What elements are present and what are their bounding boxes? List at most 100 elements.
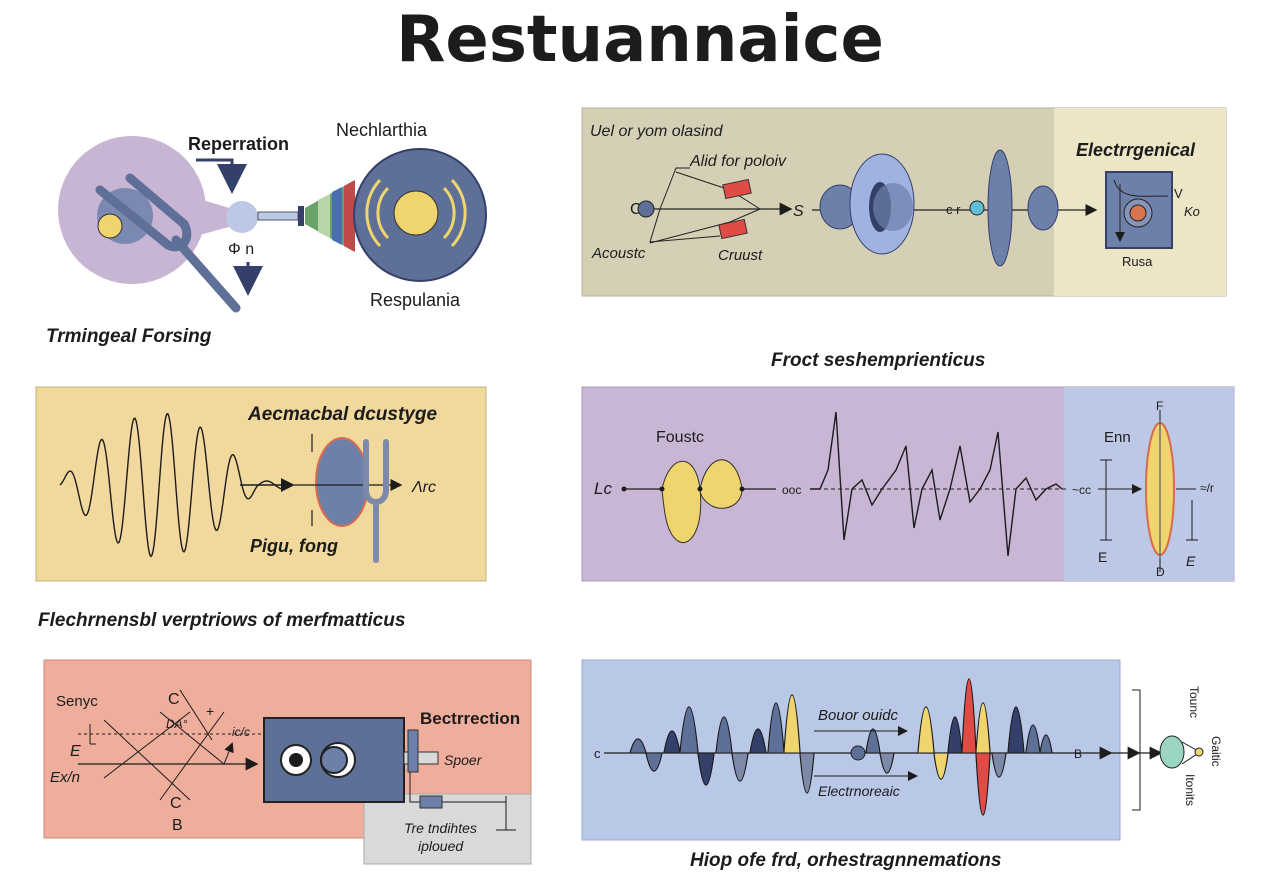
label-exn: Ex/n [50, 769, 80, 786]
label-senyc: Senyc [56, 693, 98, 710]
waveform-blue-fills [629, 678, 1053, 816]
panel-waveform-peach: Aecmacbal dcustyge Λrc Pigu, fong Flechr… [35, 386, 487, 631]
panel-electrogenical: Uel or yom olasind Alid for poloiv C S A… [581, 107, 1227, 371]
detector-core [1129, 204, 1147, 222]
tuning-fork-small-icon [363, 439, 389, 563]
label-aecmacbal: Aecmacbal dcustyge [247, 404, 437, 425]
label-alid: Alid for poloiv [689, 153, 787, 170]
label-cc: ~cc [1072, 483, 1091, 497]
caption-panel3: Flechrnensbl verptriows of merfmatticus [38, 610, 405, 631]
label-itonits: Itonits [1183, 774, 1197, 806]
label-e-left: E [1098, 549, 1107, 565]
waveform-peach [59, 413, 289, 558]
note-box [363, 793, 532, 865]
wave-lobe [799, 752, 815, 794]
wave-lobe [749, 728, 767, 754]
label-respulania: Respulania [370, 290, 461, 310]
wave-lobe [731, 752, 749, 782]
caption-panel1: Trmingeal Forsing [46, 326, 212, 347]
label-f: F [1156, 399, 1163, 413]
wave-lobe [697, 752, 715, 786]
tuning-fork-icon [95, 173, 241, 313]
wave-lobe [1039, 734, 1053, 754]
down-arrow-top [196, 158, 247, 194]
wave-lobe [947, 716, 963, 754]
panel-waveform-blue: c Bouor ouidc Electrnoreaic B Tounc Gait… [581, 659, 1223, 871]
panel-tuning-fork: Reperration Nechlarthia Φ n Respulania T… [46, 120, 487, 347]
label-s: S [793, 203, 804, 220]
label-cr: c r [946, 202, 961, 217]
wave-lobe [1007, 706, 1025, 754]
lobe-1 [661, 460, 702, 544]
wave-lobe [645, 752, 663, 772]
label-reperration: Reperration [188, 134, 289, 154]
waveform-lilac [810, 411, 1063, 557]
wave-lobe [975, 752, 991, 816]
cyan-node [969, 200, 985, 216]
label-ko: Ko [1184, 204, 1200, 219]
caption-panel6: Hiop ofe frd, orhestragnnemations [690, 850, 1001, 871]
label-e-right: E [1186, 553, 1196, 569]
wave-lobe [961, 678, 977, 754]
label-bouor: Bouor ouidc [818, 707, 899, 724]
label-box: Tre tndihtes [404, 820, 477, 836]
wave-node [850, 745, 866, 761]
wave-lobe [783, 694, 801, 754]
wave-lobe [975, 702, 991, 754]
label-cruust: Cruust [718, 247, 763, 264]
label-slash: ≈/r [1200, 481, 1214, 495]
left-resonator-dot [97, 213, 123, 239]
label-electrnoreaic: Electrnoreaic [818, 783, 900, 799]
label-v: V [1174, 186, 1183, 201]
panel-waveform-lilac: Foustc Lc ooc Enn F D E E ~cc ≈/r [581, 386, 1235, 582]
wave-lobe [917, 706, 935, 754]
small-sensor [419, 795, 443, 809]
label-arc: Λrc [411, 479, 436, 496]
source-node [637, 200, 655, 218]
projector-lens-2 [320, 746, 348, 774]
right-resonator-core [393, 190, 439, 236]
lobe-2 [699, 459, 743, 509]
label-bectrrection: Bectrrection [420, 709, 520, 728]
lens-peach [315, 437, 369, 527]
label-spoer: Spoer [444, 752, 483, 768]
label-c-bottom: C [170, 795, 182, 812]
label-c: C [630, 201, 642, 218]
label-c: c [594, 746, 601, 761]
wave-lobe [879, 752, 895, 774]
label-uel: Uel or yom olasind [590, 123, 724, 140]
resistor-top [722, 178, 752, 200]
label-rusa: Rusa [1122, 254, 1153, 269]
caption-panel2: Froct seshemprienticus [771, 350, 985, 371]
receiver-lens [1159, 735, 1185, 769]
label-enn: Enn [1104, 429, 1131, 446]
label-nechlarthia: Nechlarthia [336, 120, 428, 140]
panel3-background [35, 386, 487, 582]
label-lc: Lc [594, 479, 612, 498]
label-ic: ic/c [232, 725, 250, 739]
label-box2: iploued [418, 838, 464, 854]
label-acoustc: Acoustc [591, 245, 646, 262]
label-electrrgenical: Electrrgenical [1076, 140, 1196, 160]
wave-lobe [991, 752, 1007, 778]
wave-lobe [679, 706, 699, 754]
label-pigu: Pigu, fong [250, 536, 338, 556]
rod-cap [298, 206, 304, 226]
label-ooc: ooc [782, 483, 801, 497]
label-b: B [172, 817, 183, 834]
coupling-rod [257, 211, 299, 221]
projector-lens-1 [289, 753, 303, 767]
label-e: E [70, 743, 81, 760]
wave-lobe [767, 702, 785, 754]
page-title: Restuannaice [396, 3, 884, 77]
neck-connector [196, 198, 236, 236]
label-b: B [1074, 747, 1082, 761]
panel-circuit-salmon: Senyc C + DA° ic/c E Ex/n C B Bectrrecti… [43, 659, 532, 865]
label-plus: + [206, 703, 214, 719]
wave-lobe [715, 716, 733, 754]
label-phi-n: Φ n [228, 241, 254, 258]
lens-3 [987, 149, 1013, 267]
resistor-bottom [718, 218, 748, 240]
label-gaitic: Gaitic [1209, 736, 1223, 767]
